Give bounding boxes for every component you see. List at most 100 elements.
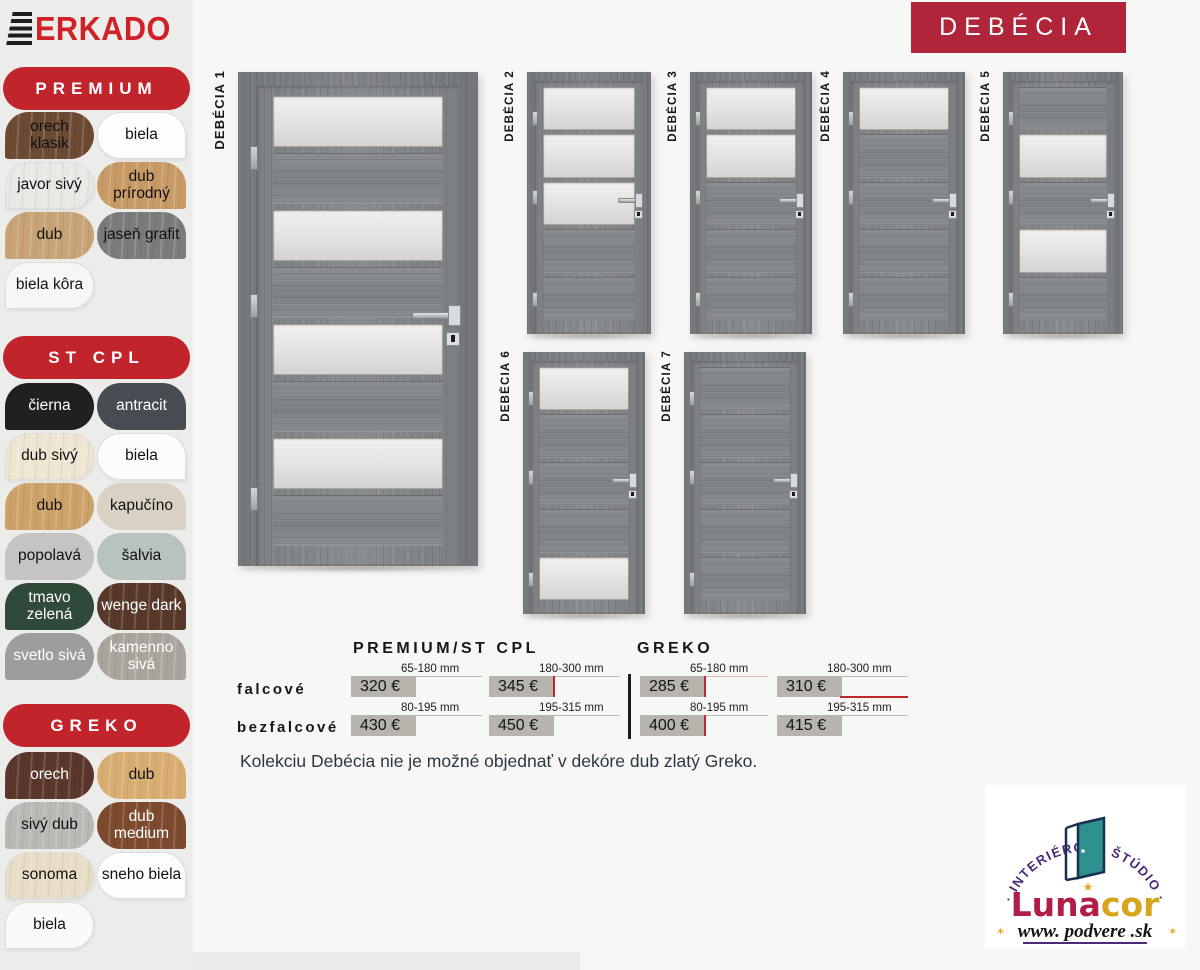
door-hinge xyxy=(1008,189,1014,205)
size-range-label: 80-195 mm xyxy=(690,702,749,714)
door-label: DEBÉCIA 4 xyxy=(820,70,832,142)
erkado-logo: ERKADO xyxy=(6,8,192,50)
swatch-label: čierna xyxy=(28,397,71,415)
swatch-label: svetlo sivá xyxy=(13,647,86,665)
swatch-antracit: antracit xyxy=(97,383,186,430)
swatch-label: wenge dark xyxy=(101,597,182,615)
price-cell: 80-195 mm 400 € xyxy=(640,702,768,742)
swatch-jaseň-grafit: jaseň grafit xyxy=(97,212,186,259)
size-range-label: 80-195 mm xyxy=(401,702,460,714)
rule-line xyxy=(489,715,620,716)
door-frame xyxy=(995,72,1131,341)
erkado-logo-text: ERKADO xyxy=(35,10,171,47)
door-debecia-4: DEBÉCIA 4 xyxy=(820,70,973,341)
pricing-section-divider xyxy=(628,674,631,739)
door-wood-panel xyxy=(543,229,635,273)
door-handle-plate xyxy=(635,192,643,208)
door-frame xyxy=(682,72,820,341)
door-leaf xyxy=(535,81,643,334)
door-glass-panel xyxy=(859,87,949,131)
swatch-label: dub medium xyxy=(113,807,170,842)
door-wood-panel xyxy=(700,414,790,458)
swatch-label: tmavo zelená xyxy=(26,588,73,623)
open-door-icon xyxy=(1064,816,1106,882)
brand-star-icon: ★ xyxy=(1083,880,1094,894)
door-key-plate xyxy=(628,489,637,499)
door-glass-panel xyxy=(273,438,443,489)
door-debecia-5: DEBÉCIA 5 xyxy=(980,70,1131,341)
swatch-svetlo-sivá: svetlo sivá xyxy=(5,633,94,680)
lunacor-logo: · INTERIÉROVÉ ŠTÚDIO · ★ Lunacor ✶ ✶ www… xyxy=(985,785,1185,948)
door-hinge xyxy=(250,146,258,171)
door-wood-panel xyxy=(273,267,443,318)
door-frame xyxy=(519,72,659,341)
pricing-row-falcove: falcové xyxy=(237,681,307,698)
rule-line xyxy=(777,676,908,677)
door-wood-panel xyxy=(543,276,635,321)
door-leaf xyxy=(698,81,804,334)
website-text: www. podvere .sk xyxy=(1018,921,1153,942)
door-label: DEBÉCIA 6 xyxy=(500,350,512,422)
swatch-orech: orech xyxy=(5,752,94,799)
swatch-label: dub xyxy=(36,497,63,515)
door-glass-panel xyxy=(1019,229,1107,273)
door-hinge xyxy=(1008,111,1014,127)
swatch-label: šalvia xyxy=(121,547,162,565)
price-value: 450 € xyxy=(489,715,554,736)
swatch-kapučíno: kapučíno xyxy=(97,483,186,530)
size-range-label: 180-300 mm xyxy=(827,663,892,675)
door-glass-panel xyxy=(273,96,443,147)
swatch-biela: biela xyxy=(97,433,186,480)
door-wood-panel xyxy=(1019,181,1107,226)
price-value: 345 € xyxy=(489,676,554,697)
swatch-label: antracit xyxy=(116,397,167,415)
door-key-plate xyxy=(948,209,957,219)
door-label: DEBÉCIA 5 xyxy=(980,70,992,142)
door-hinge xyxy=(848,189,854,205)
swatch-dub: dub xyxy=(5,212,94,259)
swatch-šalvia: šalvia xyxy=(97,533,186,580)
swatch-dub: dub xyxy=(5,483,94,530)
door-handle-plate xyxy=(949,192,957,208)
door-handle-plate xyxy=(790,472,798,488)
swatch-label: sivý dub xyxy=(21,816,78,834)
swatch-label: dub sivý xyxy=(21,447,78,465)
rule-line xyxy=(351,676,482,677)
swatch-label: dub prírodný xyxy=(113,167,170,202)
price-cell: 180-300 mm 310 € xyxy=(777,663,908,703)
door-hinge xyxy=(1008,292,1014,308)
door-key-plate xyxy=(789,489,798,499)
swatch-sivý-dub: sivý dub xyxy=(5,802,94,849)
door-wood-panel xyxy=(273,381,443,432)
swatch-dub: dub xyxy=(97,752,186,799)
door-hinge xyxy=(689,469,695,485)
door-glass-panel xyxy=(543,181,635,226)
swatch-tmavo-zelená: tmavo zelená xyxy=(5,583,94,630)
door-hinge xyxy=(250,294,258,319)
door-leaf xyxy=(692,361,798,614)
door-key-plate xyxy=(1106,209,1115,219)
door-wood-panel xyxy=(700,367,790,411)
door-glass-panel xyxy=(706,87,796,131)
price-value: 310 € xyxy=(777,676,842,697)
door-wood-panel xyxy=(700,556,790,601)
swatch-label: javor sivý xyxy=(17,176,82,194)
red-accent-tick xyxy=(553,676,555,697)
door-hinge xyxy=(848,111,854,127)
price-cell: 80-195 mm 430 € xyxy=(351,702,482,742)
door-key-plate xyxy=(446,331,460,346)
swatch-sneho-biela: sneho biela xyxy=(97,852,186,899)
door-glass-panel xyxy=(539,367,629,411)
swatch-label: sonoma xyxy=(21,866,78,884)
door-wood-panel xyxy=(706,181,796,226)
door-hinge xyxy=(532,292,538,308)
door-wood-panel xyxy=(859,229,949,273)
rule-line xyxy=(777,715,908,716)
swatch-label: popolavá xyxy=(18,547,81,565)
size-range-label: 195-315 mm xyxy=(539,702,604,714)
price-cell: 65-180 mm 320 € xyxy=(351,663,482,703)
door-leaf xyxy=(1011,81,1115,334)
